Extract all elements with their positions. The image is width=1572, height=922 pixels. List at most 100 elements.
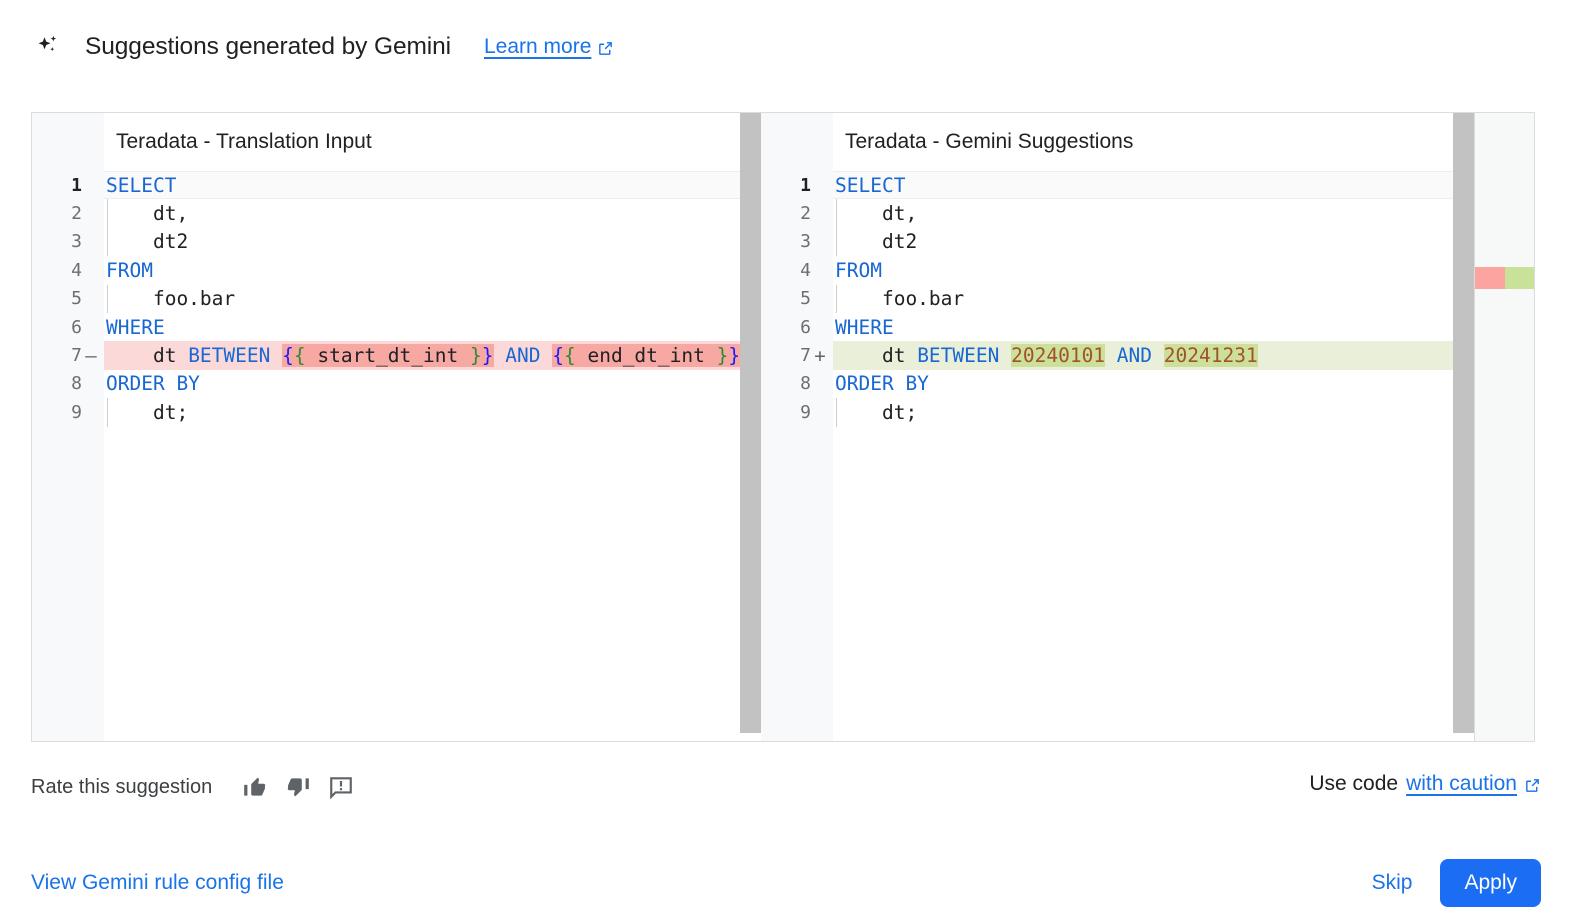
code-token [494, 344, 506, 367]
with-caution-link[interactable]: with caution [1406, 772, 1541, 796]
code-token: WHERE [835, 315, 894, 339]
indent-guide [107, 284, 108, 313]
code-token: BETWEEN [188, 344, 271, 368]
line-number-value: 5 [71, 288, 82, 310]
report-feedback-icon[interactable] [324, 770, 358, 804]
scrollbar-thumb[interactable] [740, 113, 761, 741]
line-number-value: 6 [71, 316, 82, 338]
code-line[interactable]: dt; [833, 398, 1534, 427]
code-line[interactable]: FROM [833, 256, 1534, 284]
code-token [1152, 344, 1164, 367]
code-line-text: ORDER BY [104, 372, 200, 395]
inserted-change-marker[interactable] [1505, 267, 1534, 289]
pane-title-right: Teradata - Gemini Suggestions [845, 130, 1134, 153]
vertical-scrollbar-left[interactable] [740, 113, 761, 741]
code-token: dt [835, 344, 918, 368]
code-area-left[interactable]: Teradata - Translation Input SELECT dt, … [104, 113, 761, 741]
code-line[interactable]: foo.bar [833, 284, 1534, 313]
code-token: } [716, 344, 729, 368]
line-number: 3 [761, 228, 833, 256]
line-number: 4 [761, 256, 833, 284]
code-token: ORDER BY [835, 372, 929, 396]
code-line[interactable]: SELECT [104, 171, 761, 200]
line-number-value: 7 [800, 345, 811, 367]
code-line[interactable]: dt BETWEEN 20240101 AND 20241231 [833, 341, 1534, 370]
code-line[interactable]: FROM [104, 256, 761, 284]
code-token: FROM [106, 258, 153, 282]
code-token: FROM [835, 258, 882, 282]
code-token: { [552, 344, 564, 368]
line-number: 2 [32, 199, 104, 227]
code-line[interactable]: ORDER BY [104, 370, 761, 398]
code-line-text: WHERE [833, 316, 894, 339]
use-code-prefix: Use code [1309, 772, 1399, 795]
apply-button[interactable]: Apply [1440, 859, 1541, 907]
line-number: 8 [32, 370, 104, 398]
code-line[interactable]: WHERE [104, 313, 761, 341]
code-token: foo.bar [835, 287, 965, 311]
line-number-value: 2 [800, 203, 811, 225]
code-line-text: dt; [833, 401, 917, 424]
code-token [540, 344, 552, 367]
thumb-up-icon[interactable] [238, 770, 272, 804]
code-token: AND [1116, 344, 1153, 368]
code-line-text: dt BETWEEN {{ start_dt_int }} AND {{ end… [104, 344, 741, 368]
thumb-down-icon[interactable] [281, 770, 315, 804]
code-token: } [728, 344, 741, 368]
line-number: 5 [761, 285, 833, 313]
vertical-scrollbar-right[interactable] [1453, 113, 1474, 741]
code-line[interactable]: dt2 [833, 227, 1534, 257]
code-line[interactable]: dt; [104, 398, 761, 427]
skip-button[interactable]: Skip [1358, 861, 1427, 905]
line-number: 3 [32, 228, 104, 256]
code-token: } [470, 344, 482, 368]
code-line-text: FROM [833, 259, 882, 282]
code-token [270, 344, 282, 367]
deleted-change-marker[interactable] [1475, 267, 1505, 289]
line-number: 7— [32, 341, 104, 369]
code-token: } [481, 344, 494, 368]
line-number: 5 [32, 285, 104, 313]
code-line-text: dt2 [104, 230, 188, 253]
code-line-text: dt, [833, 202, 917, 225]
code-line[interactable]: dt2 [104, 227, 761, 257]
code-token: { [293, 344, 306, 368]
code-token: dt2 [835, 230, 918, 254]
code-line[interactable]: SELECT [833, 171, 1534, 200]
code-line-text: dt2 [833, 230, 917, 253]
code-token: SELECT [106, 173, 177, 197]
use-code-notice: Use code with caution [1309, 772, 1541, 796]
code-line-text: dt BETWEEN 20240101 AND 20241231 [833, 344, 1258, 368]
overview-ruler[interactable] [1474, 113, 1534, 741]
code-line-text: dt; [104, 401, 188, 424]
external-link-icon [597, 39, 614, 56]
code-line[interactable]: dt BETWEEN {{ start_dt_int }} AND {{ end… [104, 341, 761, 370]
learn-more-link[interactable]: Learn more [484, 35, 614, 59]
code-token: foo.bar [106, 287, 236, 311]
code-line[interactable]: dt, [104, 199, 761, 228]
code-area-right[interactable]: Teradata - Gemini Suggestions SELECT dt,… [833, 113, 1534, 741]
code-line[interactable]: ORDER BY [833, 370, 1534, 398]
indent-guide [836, 227, 837, 257]
code-line[interactable]: WHERE [833, 313, 1534, 341]
line-number-value: 8 [71, 373, 82, 395]
with-caution-label: with caution [1406, 772, 1517, 795]
scrollbar-thumb[interactable] [1453, 113, 1474, 741]
code-line[interactable]: foo.bar [104, 284, 761, 313]
line-number-value: 3 [71, 231, 82, 253]
line-number: 1 [761, 171, 833, 199]
line-number-value: 8 [800, 373, 811, 395]
line-number-value: 4 [71, 259, 82, 281]
code-line-text: SELECT [104, 174, 176, 197]
code-token: { [563, 344, 576, 368]
code-token: WHERE [106, 315, 165, 339]
action-bar: View Gemini rule config file Skip Apply [0, 844, 1572, 922]
line-number-value: 6 [800, 316, 811, 338]
code-line-text: SELECT [833, 174, 905, 197]
feedback-label: Rate this suggestion [31, 775, 213, 798]
code-line[interactable]: dt, [833, 199, 1534, 228]
view-gemini-rule-config-file-link[interactable]: View Gemini rule config file [31, 871, 284, 894]
